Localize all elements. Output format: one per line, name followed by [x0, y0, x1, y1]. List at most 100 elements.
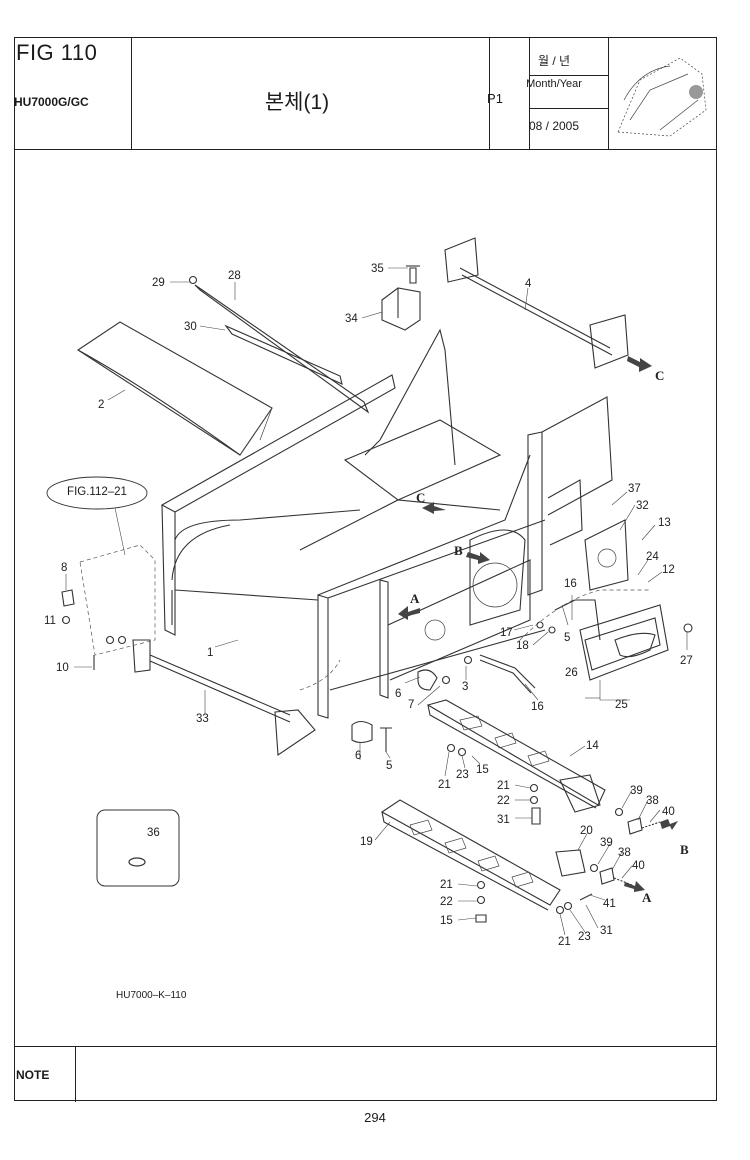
callout-8: 8: [61, 562, 67, 574]
flow-arrow-c-out: [627, 356, 652, 372]
callout-3a: 3: [462, 681, 468, 693]
callout-20: 20: [580, 825, 593, 837]
callout-35: 35: [371, 263, 384, 275]
arrow-label-c-in: C: [416, 490, 425, 505]
callout-5b: 5: [386, 760, 392, 772]
callout-7: 7: [408, 699, 414, 711]
date-heading-en: Month/Year: [526, 78, 582, 90]
part-plate-19: [380, 799, 593, 923]
callout-16a: 16: [564, 578, 577, 590]
callout-40b: 40: [632, 860, 645, 872]
main-body-frame: [160, 328, 650, 719]
part-bracket-34: [381, 265, 421, 331]
callout-16b: 16: [531, 701, 544, 713]
callout-28: 28: [228, 270, 241, 282]
callout-25: 25: [615, 699, 628, 711]
arrow-label-a-in: A: [410, 591, 420, 606]
part-rods-16: [351, 621, 556, 752]
page-code: P1: [487, 91, 503, 106]
date-heading-kr: 월 / 년: [537, 54, 571, 68]
callout-2: 2: [98, 399, 104, 411]
callout-34: 34: [345, 313, 358, 325]
page-frame: [14, 37, 717, 1102]
callout-10: 10: [56, 662, 69, 674]
callout-39a: 39: [630, 785, 643, 797]
spring-assembly-lower: [589, 863, 645, 892]
model-code: HU7000G/GC: [14, 95, 89, 109]
date-divider-1: [529, 75, 608, 76]
callout-31a: 31: [497, 814, 510, 826]
flow-arrow-b-in: [466, 552, 490, 564]
callout-30: 30: [184, 321, 197, 333]
callout-21c: 21: [440, 879, 453, 891]
part-strips-28-30: [188, 275, 370, 414]
callout-31b: 31: [600, 925, 613, 937]
figure-number: FIG 110: [16, 40, 98, 65]
part-36-washer-icon: [128, 857, 146, 867]
part-shaft-33: [132, 639, 316, 756]
callout-12: 12: [662, 564, 675, 576]
part-plate-14: [426, 699, 606, 825]
header-col-3: [529, 38, 530, 149]
callout-5a: 5: [564, 632, 570, 644]
date-value: 08 / 2005: [528, 119, 580, 133]
callout-29: 29: [152, 277, 165, 289]
header-divider: [15, 149, 716, 150]
callout-15b: 15: [440, 915, 453, 927]
callout-numbers: 29 28 30 2 35 34 4 1 33 8 11 10 37 32 13…: [44, 263, 693, 948]
arrow-label-a-out: A: [642, 890, 652, 905]
spring-assembly-upper: [614, 807, 678, 835]
callout-22b: 22: [440, 896, 453, 908]
part-left-bracket: [61, 544, 156, 670]
note-col: [75, 1046, 76, 1102]
callout-21a: 21: [438, 779, 451, 791]
callout-33: 33: [196, 713, 209, 725]
callout-36: 36: [147, 827, 160, 839]
callout-23a: 23: [456, 769, 469, 781]
flow-arrow-labels: C C B A B A: [410, 368, 689, 905]
callout-1: 1: [207, 647, 213, 659]
callout-38a: 38: [646, 795, 659, 807]
reference-label: FIG.112–21: [67, 486, 127, 498]
part-shaft-4: [444, 237, 629, 369]
callout-40a: 40: [662, 806, 675, 818]
flow-arrow-a-in: [398, 606, 420, 620]
drawing-code: HU7000–K–110: [116, 990, 187, 1001]
header-col-2: [489, 38, 490, 149]
machine-thumbnail-icon: [617, 57, 707, 137]
callout-leaders: [62, 267, 688, 936]
callout-24: 24: [646, 551, 659, 563]
header-col-4: [608, 38, 609, 149]
callout-39b: 39: [600, 837, 613, 849]
callout-21d: 21: [558, 936, 571, 948]
callout-6a: 6: [395, 688, 401, 700]
callout-13: 13: [658, 517, 671, 529]
note-divider: [15, 1046, 716, 1047]
page-title: 본체(1): [264, 91, 330, 114]
callout-37: 37: [628, 483, 641, 495]
callout-17: 17: [500, 627, 513, 639]
part-cover-2: [76, 321, 273, 456]
part-right-plates: [554, 519, 693, 681]
arrow-label-b-out: B: [680, 842, 689, 857]
reference-oval: [46, 476, 148, 510]
callout-26: 26: [565, 667, 578, 679]
callout-21b: 21: [497, 780, 510, 792]
callout-19: 19: [360, 836, 373, 848]
arrow-label-b-in: B: [454, 543, 463, 558]
callout-41: 41: [603, 898, 616, 910]
flow-arrow-c-in: [422, 502, 446, 514]
callout-27: 27: [680, 655, 693, 667]
header-col-1: [131, 38, 132, 149]
callout-18: 18: [516, 640, 529, 652]
callout-32: 32: [636, 500, 649, 512]
callout-11: 11: [44, 615, 56, 627]
callout-38b: 38: [618, 847, 631, 859]
callout-23b: 23: [578, 931, 591, 943]
arrow-label-c-out: C: [655, 368, 664, 383]
part-36-box: [96, 809, 180, 887]
callout-22a: 22: [497, 795, 510, 807]
callout-4: 4: [525, 278, 532, 290]
page-number: 294: [364, 1110, 386, 1125]
